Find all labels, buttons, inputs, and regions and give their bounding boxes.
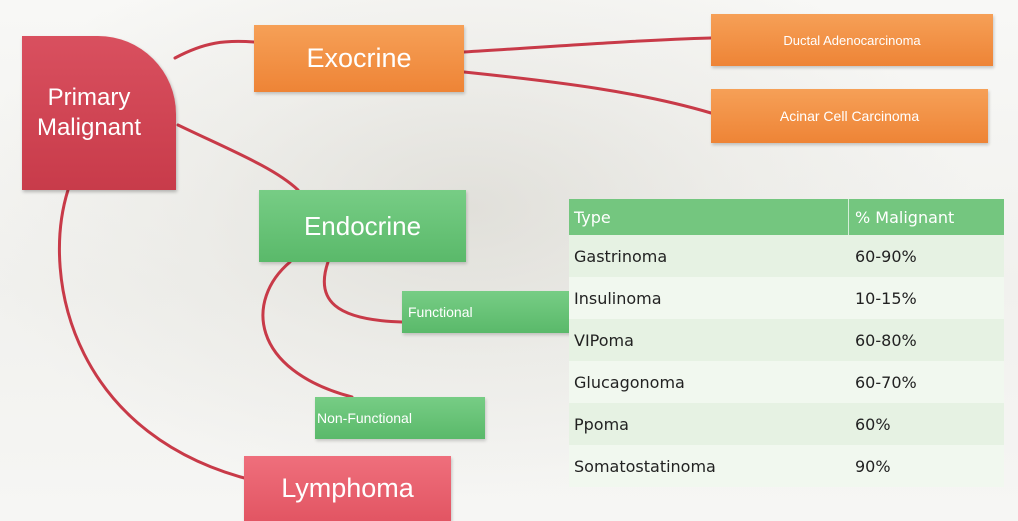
table-row: Glucagonoma 60-70% xyxy=(569,361,1004,403)
primary-malignant-node: Primary Malignant xyxy=(22,36,176,190)
table-row: VIPoma 60-80% xyxy=(569,319,1004,361)
cell-percent: 60-90% xyxy=(849,247,1004,266)
cell-percent: 60-80% xyxy=(849,331,1004,350)
header-type: Type xyxy=(569,199,849,235)
connector-exocrine-ductal xyxy=(464,38,711,52)
cell-percent: 60% xyxy=(849,415,1004,434)
exocrine-node: Exocrine xyxy=(254,25,464,92)
cell-type: Glucagonoma xyxy=(569,373,849,392)
cell-percent: 90% xyxy=(849,457,1004,476)
cell-type: Gastrinoma xyxy=(569,247,849,266)
connector-primary-exocrine xyxy=(175,41,254,58)
cell-percent: 10-15% xyxy=(849,289,1004,308)
acinar-cell-carcinoma-node: Acinar Cell Carcinoma xyxy=(711,89,988,143)
primary-label-line2: Malignant xyxy=(37,113,141,143)
table-header-row: Type % Malignant xyxy=(569,199,1004,235)
malignancy-table: Type % Malignant Gastrinoma 60-90% Insul… xyxy=(569,199,1004,487)
connector-endocrine-nonfunctional xyxy=(263,262,352,397)
cell-percent: 60-70% xyxy=(849,373,1004,392)
functional-node: Functional xyxy=(402,291,572,333)
non-functional-node: Non-Functional xyxy=(315,397,485,439)
connector-exocrine-acinar xyxy=(464,72,711,113)
connector-primary-endocrine xyxy=(178,125,298,190)
cell-type: Somatostatinoma xyxy=(569,457,849,476)
connector-primary-lymphoma xyxy=(59,190,260,482)
header-malignant: % Malignant xyxy=(849,199,1004,235)
cell-type: Insulinoma xyxy=(569,289,849,308)
table-row: Somatostatinoma 90% xyxy=(569,445,1004,487)
table-row: Insulinoma 10-15% xyxy=(569,277,1004,319)
table-row: Gastrinoma 60-90% xyxy=(569,235,1004,277)
cell-type: Ppoma xyxy=(569,415,849,434)
table-row: Ppoma 60% xyxy=(569,403,1004,445)
lymphoma-node: Lymphoma xyxy=(244,456,451,521)
cell-type: VIPoma xyxy=(569,331,849,350)
primary-label-line1: Primary xyxy=(37,83,141,113)
connector-endocrine-functional xyxy=(324,262,402,322)
endocrine-node: Endocrine xyxy=(259,190,466,262)
ductal-adenocarcinoma-node: Ductal Adenocarcinoma xyxy=(711,14,993,66)
